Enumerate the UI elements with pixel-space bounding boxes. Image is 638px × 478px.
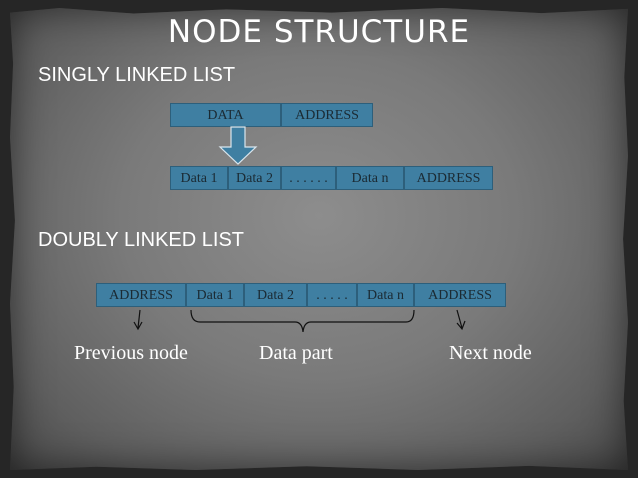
- singly-cell-label: . . . . . .: [289, 171, 328, 186]
- previous-node-label: Previous node: [74, 342, 188, 364]
- next-node-arrowhead-icon: [456, 320, 466, 331]
- node-address-label: ADDRESS: [295, 108, 359, 123]
- singly-cell-label: Data n: [351, 171, 389, 186]
- doubly-cell-label: ADDRESS: [109, 288, 173, 303]
- previous-node-pointer: [137, 309, 141, 329]
- data-part-brace: [190, 309, 415, 333]
- paper-background: [10, 8, 628, 470]
- singly-cell-ellipsis: . . . . . .: [281, 166, 336, 190]
- doubly-cell-next-address: ADDRESS: [414, 283, 506, 307]
- doubly-linked-list-heading: DOUBLY LINKED LIST: [38, 229, 244, 251]
- doubly-cell-data-2: Data 2: [244, 283, 307, 307]
- node-data-label: DATA: [207, 108, 244, 123]
- node-address-cell: ADDRESS: [281, 103, 373, 127]
- data-part-label: Data part: [259, 342, 333, 364]
- next-node-label: Next node: [449, 342, 532, 364]
- doubly-cell-data-1: Data 1: [186, 283, 244, 307]
- doubly-cell-label: Data 2: [257, 288, 294, 303]
- previous-node-arrowhead-icon: [133, 321, 143, 331]
- singly-cell-data-2: Data 2: [228, 166, 281, 190]
- singly-cell-label: Data 2: [236, 171, 273, 186]
- slide-title: NODE STRUCTURE: [167, 14, 471, 50]
- doubly-cell-prev-address: ADDRESS: [96, 283, 186, 307]
- next-node-pointer: [456, 309, 463, 329]
- doubly-cell-data-n: Data n: [357, 283, 414, 307]
- singly-cell-label: ADDRESS: [416, 171, 481, 186]
- singly-cell-data-n: Data n: [336, 166, 404, 190]
- singly-linked-list-heading: SINGLY LINKED LIST: [38, 64, 236, 86]
- singly-cell-data-1: Data 1: [170, 166, 228, 190]
- singly-cell-label: Data 1: [180, 171, 218, 186]
- down-arrow-icon: [218, 126, 258, 165]
- singly-cell-address: ADDRESS: [404, 166, 493, 190]
- doubly-cell-ellipsis: . . . . .: [307, 283, 357, 307]
- doubly-cell-label: ADDRESS: [428, 288, 492, 303]
- doubly-cell-label: Data 1: [196, 288, 234, 303]
- node-data-cell: DATA: [170, 103, 281, 127]
- doubly-cell-label: Data n: [367, 288, 404, 303]
- doubly-cell-label: . . . . .: [316, 288, 348, 303]
